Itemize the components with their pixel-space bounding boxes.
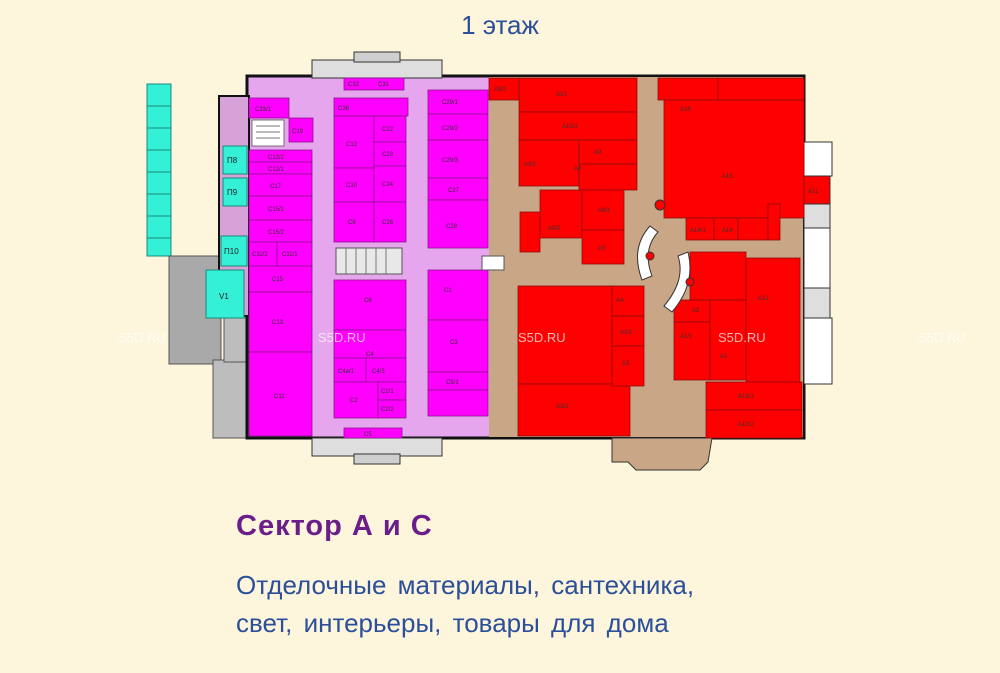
sector-title: Сектор А и С — [236, 510, 433, 542]
room-c2-2-label: C2/2 — [381, 407, 394, 413]
room-c3-label: C3 — [450, 340, 458, 346]
room-a14-label: A14 — [722, 228, 733, 234]
floor-title: 1 этаж — [461, 10, 539, 40]
room-c32-label: C32 — [348, 82, 360, 88]
room-a15-label: A15 — [722, 174, 733, 180]
room-c12-1-label: C12/1 — [268, 167, 285, 173]
room-a2-label: A2 — [692, 308, 700, 314]
room-a4-label: A4 — [616, 298, 624, 304]
service-column — [146, 83, 172, 257]
room-c11-2-label: C11/2 — [252, 252, 268, 258]
room-c19-label: C19 — [292, 129, 304, 135]
room-a1-1-label: A1/1 — [680, 334, 693, 340]
room-a14-1-label: A14/1 — [690, 228, 706, 234]
room-c5-1-label: C5/1 — [446, 380, 459, 386]
room-p10-label: П10 — [224, 247, 239, 256]
room-a9-label: A9 — [594, 150, 602, 156]
room-a16-label: A16 — [680, 107, 691, 113]
room-c5-label: C5 — [364, 432, 372, 438]
annex-right — [803, 141, 833, 177]
escalator — [335, 247, 403, 275]
room-c26-label: C26 — [382, 220, 394, 226]
sector-c-rooms — [248, 77, 489, 439]
description-line-1: Отделочные материалы, сантехника, — [236, 570, 695, 600]
room-c11-1-label: C11/1 — [282, 252, 298, 258]
room-a3-label: A3 — [622, 361, 630, 367]
annex-block — [223, 317, 249, 363]
entrance-bottom — [311, 437, 443, 457]
room-c22-label: C22 — [382, 127, 394, 133]
room-c10-label: C10 — [346, 183, 358, 189]
room-c13-label: C13 — [272, 320, 284, 326]
room-c31-label: C31 — [378, 82, 390, 88]
room-c29-1-label: C29/1 — [442, 100, 459, 106]
room-c1-label: C1 — [444, 288, 452, 294]
room-c23-label: C23 — [382, 152, 394, 158]
atrium-arc — [663, 251, 691, 313]
watermark: S5D.RU — [718, 330, 766, 345]
room-c29-3-label: C29/3 — [442, 158, 459, 164]
room-c11-label: C11 — [274, 394, 285, 400]
room-a8-label: A8 — [574, 166, 582, 172]
room-p9-label: П9 — [227, 188, 238, 197]
room-c33-1-label: C33/1 — [255, 107, 272, 113]
room-c24-label: C24 — [382, 182, 394, 188]
room-a9-2-label: A9/2 — [494, 87, 507, 93]
room-c29-2-label: C29/2 — [442, 126, 459, 132]
room-c12-2-label: C12/2 — [268, 155, 285, 161]
room-c15-2-label: C15/2 — [268, 230, 285, 236]
room-c15-label: C15 — [272, 277, 284, 283]
entrance-top — [311, 59, 443, 79]
room-a1-label: A1 — [720, 354, 728, 360]
room-p8-label: П8 — [227, 156, 238, 165]
room-c27-label: C27 — [448, 188, 460, 194]
room-a10-label: A10 — [556, 92, 567, 98]
room-a8-2-label: A8/2 — [548, 226, 561, 232]
entrance-bottom-a — [611, 437, 713, 471]
room-c15-1-label: C15/1 — [268, 207, 285, 213]
watermark: S5D.RU — [918, 330, 966, 345]
watermark: S5D.RU — [118, 330, 166, 345]
room-a3-2-label: A3/2 — [556, 404, 569, 410]
sector-a-rooms — [488, 77, 805, 439]
watermark: S5D.RU — [318, 330, 366, 345]
room-c17-label: C17 — [270, 184, 282, 190]
room-c12-label: C12 — [346, 142, 358, 148]
sector-description: Отделочные материалы, сантехника, свет, … — [236, 566, 856, 642]
room-a12-label: A12 — [758, 296, 769, 302]
room-c6-label: C6 — [364, 298, 372, 304]
room-a11-label: A11 — [808, 189, 819, 195]
room-c28-label: C28 — [446, 224, 458, 230]
room-c2-label: C2 — [350, 398, 358, 404]
room-a9-1-label: A9/1 — [524, 162, 537, 168]
room-c4a-1-label: C4a/1 — [338, 369, 355, 375]
room-a5-label: A5 — [598, 246, 606, 252]
room-c4-label: C4 — [366, 352, 374, 358]
room-a8-1-label: A8/1 — [598, 208, 611, 214]
room-c8-label: C8 — [348, 220, 356, 226]
room-c4-3-label: C4/3 — [372, 369, 385, 375]
room-a13-1-label: A13/1 — [738, 394, 754, 400]
annex-block — [212, 359, 248, 439]
watermark: S5D.RU — [518, 330, 566, 345]
room-c36-label: C36 — [338, 106, 350, 112]
room-c2-1-label: C2/1 — [381, 389, 394, 395]
room-a13-2-label: A13/2 — [738, 422, 754, 428]
room-v1-label: V1 — [219, 292, 229, 301]
room-a3-1-label: A3/1 — [620, 330, 633, 336]
description-line-2: свет, интерьеры, товары для дома — [236, 608, 669, 638]
room-a10-1-label: A10/1 — [562, 124, 578, 130]
